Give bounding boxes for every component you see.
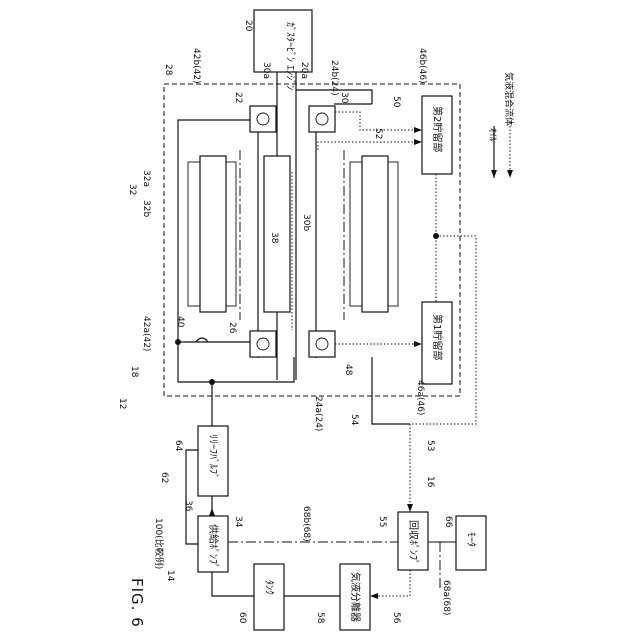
ref-55: 55: [377, 516, 387, 527]
tank-box: [254, 564, 284, 630]
arrow-52: [414, 139, 422, 145]
ref-32a: 32a: [141, 170, 151, 187]
ref-68a: 68a(68): [441, 580, 451, 615]
ref-28: 28: [163, 64, 173, 76]
line-52: [318, 142, 422, 150]
arrow-to-recovery: [407, 504, 413, 512]
ref-52: 52: [373, 128, 383, 139]
ref-40: 40: [175, 316, 185, 328]
line-tank-to-supply: [212, 572, 254, 596]
relief-valve-label: ﾘﾘｰﾌﾊﾞﾙﾌﾞ: [207, 434, 219, 479]
arrow-48: [414, 341, 422, 347]
ref-68b: 68b(68): [301, 506, 311, 542]
arrow-56: [370, 593, 378, 599]
ref-32b: 32b: [141, 200, 151, 217]
winding-32a-inner: [226, 162, 236, 306]
line-56: [370, 570, 410, 596]
ref-24b: 24b(24): [329, 60, 339, 96]
legend-gas-arrow: [507, 170, 513, 178]
line-62: [186, 450, 198, 544]
ref-18: 18: [129, 366, 139, 378]
ref-42a: 42a(42): [141, 316, 151, 351]
junction-42: [209, 379, 215, 385]
junction-42a: [175, 339, 181, 345]
ref-53: 53: [425, 440, 435, 451]
winding-right-outer: [350, 162, 362, 306]
bearing-24a: [309, 331, 335, 357]
bearing-30: [309, 106, 335, 132]
tank-label: ﾀﾝｸ: [263, 580, 275, 595]
ref-64: 64: [173, 440, 183, 452]
ref-62: 62: [159, 472, 169, 483]
ref-26: 26: [227, 322, 237, 334]
ref-56: 56: [391, 612, 401, 624]
ref-30: 30: [339, 92, 349, 104]
ref-22: 22: [233, 92, 243, 103]
ref-58: 58: [315, 612, 325, 624]
winding-32b: [200, 156, 226, 312]
figure-title: FIG. 6: [128, 578, 146, 628]
winding-right-inner: [388, 162, 398, 306]
ref-20: 20: [243, 20, 253, 32]
arrow-50: [414, 127, 422, 133]
ref-60: 60: [237, 612, 247, 624]
ref-16: 16: [425, 476, 435, 488]
ref-32: 32: [127, 184, 137, 195]
ref-48: 48: [343, 364, 353, 376]
ref-30b: 30b: [301, 214, 311, 231]
system-ref: 100(比較例): [153, 518, 165, 569]
ref-66: 66: [443, 516, 453, 528]
oil-line-24a: [212, 357, 294, 382]
reservoir-1-label: 第1貯留部: [431, 314, 444, 360]
winding-32a: [188, 162, 200, 306]
arrow-supply: [209, 508, 215, 516]
ref-46b: 46b(46): [417, 48, 427, 84]
ref-54: 54: [349, 414, 359, 426]
ref-46a: 46a(46): [415, 380, 425, 415]
legend-oil-arrow: [491, 170, 497, 178]
ref-12: 12: [117, 398, 127, 409]
gas-turbine-label: ｶﾞｽﾀｰﾋﾞﾝ ｴﾝｼﾞﾝ: [284, 22, 296, 90]
line-54: [372, 357, 410, 424]
ref-36: 36: [183, 500, 193, 512]
ref-14: 14: [165, 570, 175, 582]
bearing-22: [250, 106, 276, 132]
motor-label: ﾓｰﾀ: [465, 532, 477, 547]
reservoir-2-label: 第2貯留部: [431, 106, 444, 152]
ref-30a: 30a: [261, 62, 271, 79]
ref-24a: 24a(24): [313, 396, 323, 431]
separator-label: 気液分離器: [349, 572, 362, 622]
supply-pump-label: 供給ﾎﾟﾝﾌﾟ: [207, 524, 220, 569]
ref-38: 38: [269, 232, 279, 244]
ref-34: 34: [233, 516, 243, 528]
ref-20a: 20a: [299, 62, 309, 79]
ref-42b: 42b(42): [191, 48, 201, 84]
legend-oil-label: ｵｲﾙ: [487, 128, 498, 142]
bearing-26: [250, 331, 276, 357]
recovery-pump-label: 回収ﾎﾟﾝﾌﾟ: [407, 520, 419, 565]
legend-gas-label: 気液混合流体: [503, 72, 515, 126]
ref-50: 50: [391, 96, 401, 108]
winding-right: [362, 156, 388, 312]
